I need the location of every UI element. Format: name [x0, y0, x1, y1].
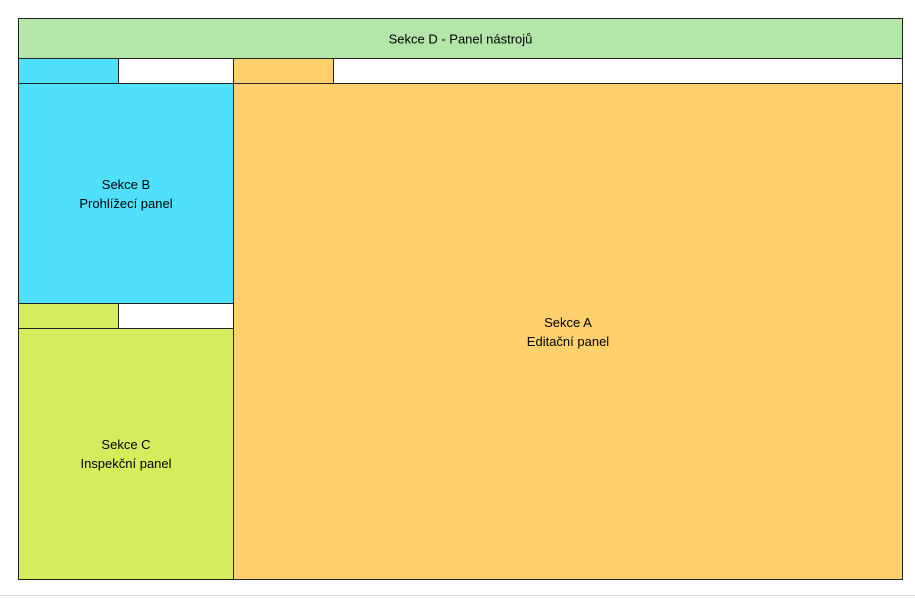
toolbar-label: Sekce D - Panel nástrojů	[19, 29, 902, 48]
section-b-title: Sekce B	[101, 176, 151, 192]
editor-tab-spacer	[333, 58, 903, 84]
section-a-title: Sekce A	[544, 314, 592, 330]
section-c-subtitle: Inspekční panel	[80, 456, 172, 471]
section-a-label: Sekce A Editační panel	[234, 313, 902, 351]
browser-tab	[18, 58, 119, 84]
inspector-tab-spacer	[118, 303, 234, 329]
bottom-divider	[0, 595, 915, 596]
section-c-label: Sekce C Inspekční panel	[19, 435, 233, 473]
browser-tab-spacer	[118, 58, 234, 84]
section-c-inspector-panel: Sekce C Inspekční panel	[18, 328, 234, 580]
section-c-title: Sekce C	[101, 437, 151, 452]
section-b-label: Sekce B Prohlížecí panel	[19, 175, 233, 213]
section-d-toolbar: Sekce D - Panel nástrojů	[18, 18, 903, 59]
section-a-editor-panel: Sekce A Editační panel	[233, 83, 903, 580]
section-b-subtitle: Prohlížecí panel	[79, 195, 173, 211]
section-a-subtitle: Editační panel	[526, 333, 610, 349]
toolbar-title: Sekce D - Panel nástrojů	[388, 31, 533, 46]
section-b-browser-panel: Sekce B Prohlížecí panel	[18, 83, 234, 304]
editor-tab	[233, 58, 334, 84]
inspector-tab	[18, 303, 119, 329]
